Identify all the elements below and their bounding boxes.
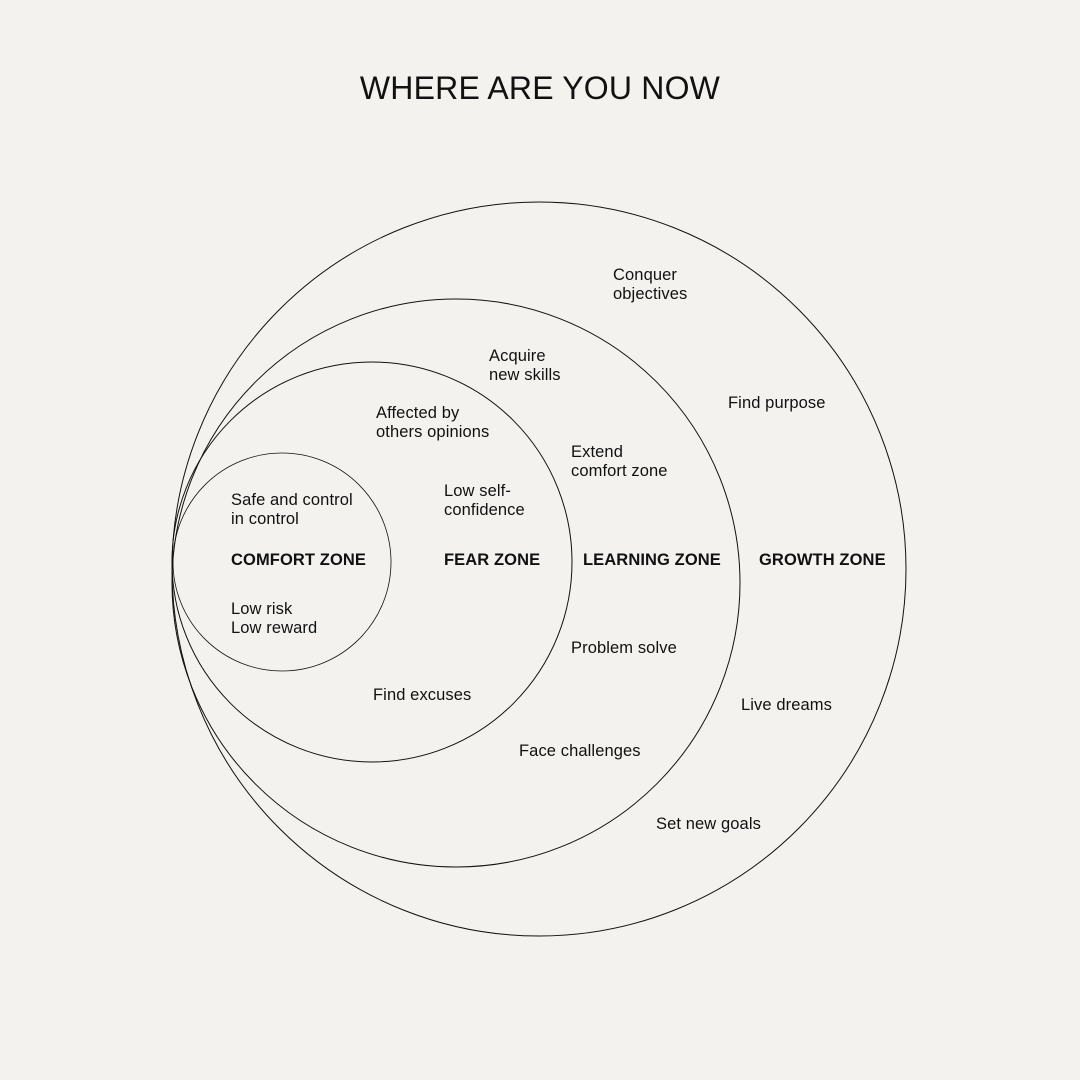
learning-zone-label: LEARNING ZONE [583,551,721,569]
learning-note-problem-solve: Problem solve [571,639,677,657]
comfort-note-safe-control: Safe and control in control [231,491,353,528]
learning-note-acquire-skills: Acquire new skills [489,347,561,384]
page-title: WHERE ARE YOU NOW [359,70,721,106]
fear-zone-circle [171,361,573,763]
learning-zone-circle [171,298,741,868]
comfort-zone-circle [172,452,392,672]
growth-zone-label: GROWTH ZONE [759,551,886,569]
growth-note-set-new-goals: Set new goals [656,815,761,833]
comfort-note-low-risk: Low risk Low reward [231,600,318,637]
growth-note-conquer-objectives: Conquer objectives [613,266,688,303]
growth-note-live-dreams: Live dreams [741,696,832,714]
fear-note-affected-by-others: Affected by others opinions [376,404,490,441]
fear-zone-label: FEAR ZONE [444,551,541,569]
learning-note-face-challenges: Face challenges [519,742,641,760]
fear-note-low-self-confidence: Low self- confidence [444,482,525,519]
comfort-zone-label: COMFORT ZONE [231,551,367,569]
growth-note-find-purpose: Find purpose [728,394,826,412]
fear-note-find-excuses: Find excuses [373,686,472,704]
learning-note-extend-comfort: Extend comfort zone [571,443,668,480]
